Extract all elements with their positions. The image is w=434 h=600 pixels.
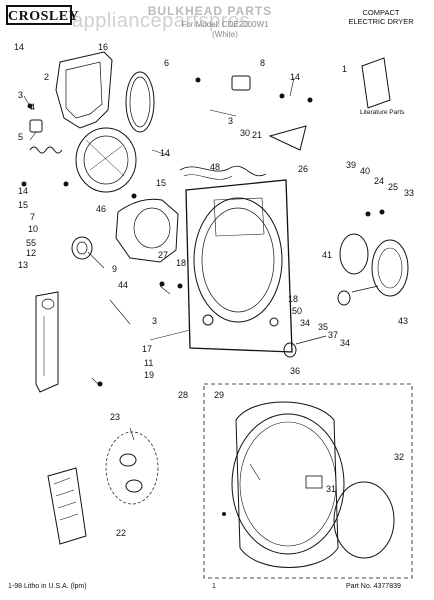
wire-harness <box>179 165 267 177</box>
heater-housing <box>75 127 137 193</box>
clamp <box>119 453 137 467</box>
roller <box>283 342 297 358</box>
callout-10: 10 <box>28 224 38 234</box>
callout-27: 27 <box>158 250 168 260</box>
callout-44: 44 <box>118 280 128 290</box>
callout-15b: 15 <box>156 178 166 188</box>
blower-wheel <box>71 236 93 260</box>
literature-parts-label: Literature Parts <box>360 109 405 116</box>
callout-40: 40 <box>360 166 370 176</box>
model-line: For Model: CDE2000W1 <box>181 20 269 29</box>
duct-panel <box>55 51 113 129</box>
callout-22: 22 <box>116 528 126 538</box>
callout-21: 21 <box>252 130 262 140</box>
callout-32: 32 <box>394 452 404 462</box>
callout-5: 5 <box>18 132 23 142</box>
callout-39: 39 <box>346 160 356 170</box>
callout-25: 25 <box>388 182 398 192</box>
callout-9: 9 <box>112 264 117 274</box>
callout-23: 23 <box>110 412 120 422</box>
callout-4: 4 <box>30 102 35 112</box>
callout-1: 1 <box>342 64 347 74</box>
callout-11: 11 <box>144 358 153 368</box>
idler-housing <box>339 233 369 275</box>
callout-3c: 3 <box>152 316 157 326</box>
callout-13: 13 <box>18 260 28 270</box>
product-type: COMPACT ELECTRIC DRYER <box>336 8 426 26</box>
callout-31: 31 <box>326 484 336 494</box>
callout-29: 29 <box>214 390 224 400</box>
callout-7: 7 <box>30 212 35 222</box>
front-panel <box>35 291 59 393</box>
drum <box>235 401 339 568</box>
callout-28: 28 <box>178 390 188 400</box>
callout-14: 14 <box>14 42 24 52</box>
callout-46: 46 <box>96 204 106 214</box>
callout-14b: 14 <box>290 72 300 82</box>
page-number: 1 <box>212 583 216 590</box>
footer-litho: 1-98 Litho in U.S.A. (lpm) <box>8 583 87 590</box>
callout-6: 6 <box>164 58 169 68</box>
terminal-block <box>231 75 251 91</box>
page-title: BULKHEAD PARTS <box>147 4 273 18</box>
callout-15: 15 <box>18 200 28 210</box>
drum-dashed-box <box>203 383 413 579</box>
brand-logo: CROSLEY <box>6 5 79 25</box>
callout-37: 37 <box>328 330 338 340</box>
callout-3: 3 <box>18 90 23 100</box>
callout-30: 30 <box>240 128 250 138</box>
callout-3b: 3 <box>228 116 233 126</box>
drum-motor-cover <box>371 239 409 297</box>
callout-35: 35 <box>318 322 328 332</box>
watermark: appliancepartspros <box>72 10 250 32</box>
bulkhead-panel <box>185 179 293 353</box>
callout-18b: 18 <box>288 294 298 304</box>
callout-19: 19 <box>144 370 154 380</box>
belt-ring <box>125 71 155 133</box>
heater-coil <box>29 146 63 154</box>
callout-33: 33 <box>404 188 414 198</box>
product-line-2: ELECTRIC DRYER <box>348 17 414 26</box>
callout-24: 24 <box>374 176 384 186</box>
model-color: (White) <box>212 30 238 39</box>
callout-17: 17 <box>142 344 152 354</box>
callout-2: 2 <box>44 72 49 82</box>
callout-34: 34 <box>300 318 310 328</box>
product-line-1: COMPACT <box>362 8 400 17</box>
callout-8: 8 <box>260 58 265 68</box>
callout-43: 43 <box>398 316 408 326</box>
literature-booklet <box>361 57 391 109</box>
callout-48: 48 <box>210 162 220 172</box>
callout-26: 26 <box>298 164 308 174</box>
model-info: For Model: CDE2000W1 (White) <box>150 20 300 40</box>
callout-14d: 14 <box>18 186 28 196</box>
drum-seal <box>333 481 395 559</box>
callout-18: 18 <box>176 258 186 268</box>
heater-element <box>47 467 87 545</box>
callout-50: 50 <box>292 306 302 316</box>
bracket <box>268 125 307 151</box>
roller <box>337 290 351 306</box>
callout-12: 12 <box>26 248 36 258</box>
blower-housing <box>115 198 179 263</box>
callout-36: 36 <box>290 366 300 376</box>
thermostat <box>29 119 43 133</box>
callout-41: 41 <box>322 250 332 260</box>
part-number: Part No. 4377839 <box>346 583 401 590</box>
callout-16: 16 <box>98 42 108 52</box>
callout-34b: 34 <box>340 338 350 348</box>
callout-14c: 14 <box>160 148 170 158</box>
callout-55: 55 <box>26 238 36 248</box>
clamp-dashed-circle <box>105 431 159 505</box>
